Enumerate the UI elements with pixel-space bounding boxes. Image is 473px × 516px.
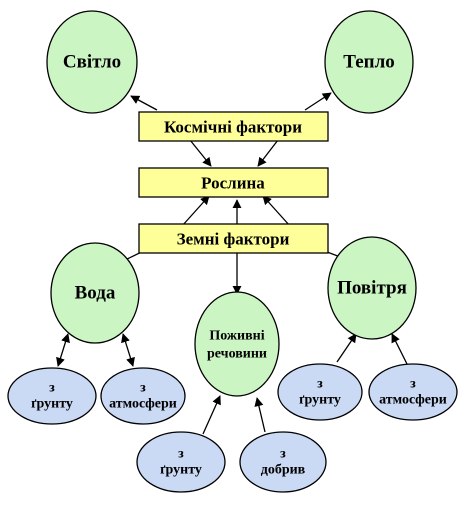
earth-box — [138, 223, 329, 254]
water-label: Вода — [75, 283, 116, 304]
air-atmosphere-line2: атмосфери — [379, 393, 447, 408]
node-nutrients: Поживні речовини — [194, 291, 280, 397]
air-soil-line2: ґрунту — [299, 393, 341, 408]
arrow-cosmic-to-plant-right — [257, 139, 279, 167]
source-nutrients-fertilizer: з добрив — [239, 431, 327, 493]
air-label: Повітря — [337, 278, 407, 299]
nutrients-fertilizer-ellipse — [239, 431, 327, 493]
arrow-earth-to-plant-left — [181, 195, 210, 227]
box-cosmic-factors: Космічні фактори — [138, 111, 329, 142]
water-atmosphere-ellipse — [100, 367, 186, 425]
light-label: Світло — [63, 52, 121, 73]
nutrients-fertilizer-line1: з — [280, 447, 286, 462]
cosmic-label: Космічні фактори — [164, 118, 302, 137]
box-plant: Рослина — [138, 167, 329, 198]
connectors — [56, 92, 408, 435]
water-circle — [50, 242, 140, 344]
nutrients-circle — [194, 291, 280, 397]
light-circle — [46, 10, 138, 114]
nutrients-label-line1: Поживні — [209, 329, 264, 344]
arrow-cosmic-to-heat — [304, 92, 332, 111]
arrow-air-soil — [336, 333, 357, 363]
arrow-nutrients-fertilizer — [254, 397, 266, 433]
nutrients-soil-line1: з — [178, 447, 184, 462]
cosmic-box — [138, 111, 329, 142]
water-atmosphere-line2: атмосфери — [109, 397, 177, 412]
water-atmosphere-line1: з — [140, 381, 146, 396]
arrow-cosmic-to-plant-left — [189, 139, 212, 167]
source-nutrients-soil: з ґрунту — [136, 431, 226, 493]
nutrients-fertilizer-line2: добрив — [261, 463, 306, 478]
water-soil-line1: з — [49, 381, 55, 396]
node-water: Вода — [50, 242, 140, 344]
plant-label: Рослина — [201, 174, 265, 193]
air-atmosphere-ellipse — [368, 363, 458, 421]
air-atmosphere-line1: з — [410, 377, 416, 392]
arrow-earth-to-plant-right — [262, 195, 291, 227]
arrow-water-soil — [56, 333, 70, 367]
nutrients-label-line2: речовини — [207, 347, 267, 362]
arrow-air-atmosphere — [391, 333, 408, 365]
heat-circle — [324, 10, 414, 114]
node-light: Світло — [46, 10, 138, 114]
plant-box — [138, 167, 329, 198]
source-air-atmosphere: з атмосфери — [368, 363, 458, 421]
water-soil-ellipse — [7, 367, 97, 425]
source-water-atmosphere: з атмосфери — [100, 367, 186, 425]
source-water-soil: з ґрунту — [7, 367, 97, 425]
nutrients-soil-line2: ґрунту — [160, 463, 202, 478]
box-earth-factors: Земні фактори — [138, 223, 329, 254]
air-soil-line1: з — [317, 377, 323, 392]
heat-label: Тепло — [343, 52, 395, 73]
air-circle — [327, 236, 417, 340]
source-air-soil: з ґрунту — [277, 363, 363, 421]
arrow-nutrients-soil — [202, 395, 221, 435]
node-heat: Тепло — [324, 10, 414, 114]
nutrients-soil-ellipse — [136, 431, 226, 493]
air-soil-ellipse — [277, 363, 363, 421]
earth-label: Земні фактори — [177, 230, 290, 249]
water-soil-line2: ґрунту — [31, 397, 73, 412]
node-air: Повітря — [327, 236, 417, 340]
arrow-water-atmosphere — [121, 333, 135, 367]
arrow-cosmic-to-light — [130, 95, 158, 111]
